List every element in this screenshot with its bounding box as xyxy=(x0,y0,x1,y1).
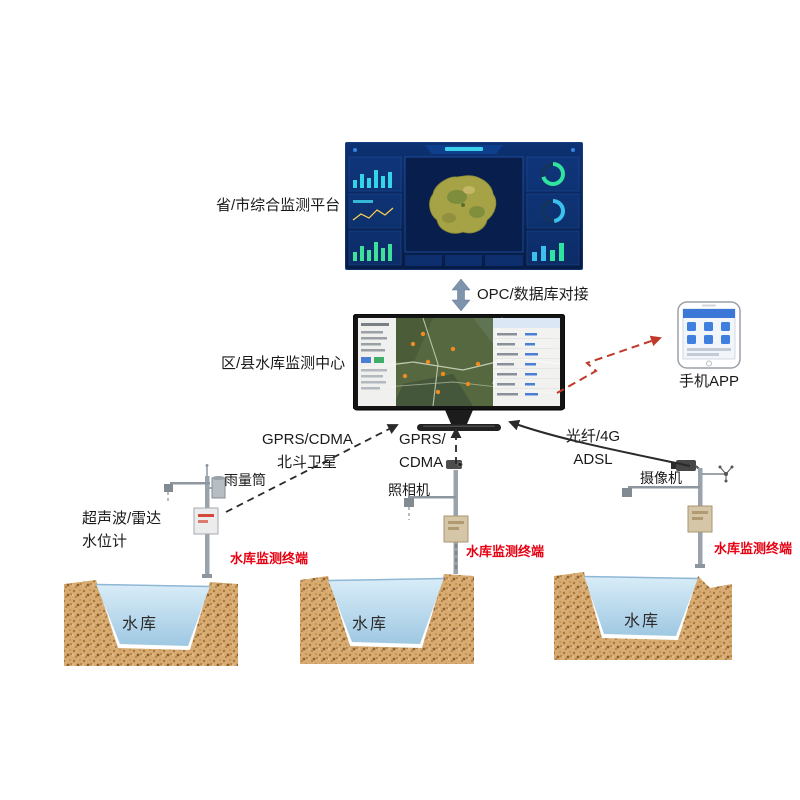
provincial-dashboard xyxy=(345,142,583,270)
dashboard-right-panels xyxy=(526,156,580,266)
monitor-right-panel xyxy=(493,318,560,406)
monitor-graphic xyxy=(353,314,565,431)
rain-gauge-label: 雨量筒 xyxy=(224,472,266,488)
terminal-box-1 xyxy=(193,507,219,535)
phone-label: 手机APP xyxy=(678,373,739,390)
monitoring-station-2 xyxy=(398,458,508,583)
reservoir-earth xyxy=(554,572,732,660)
mobile-phone xyxy=(676,300,742,370)
link1-line2: 北斗卫星 xyxy=(276,453,337,471)
reservoir-1 xyxy=(62,568,240,670)
sensor-box xyxy=(404,498,414,507)
terminal-label-2: 水库监测终端 xyxy=(466,544,545,559)
phone-header xyxy=(683,309,735,318)
water-level-line1: 超声波/雷达 xyxy=(82,510,162,527)
opc-double-arrow xyxy=(451,278,471,312)
monitoring-station-3 xyxy=(612,452,742,577)
link1-label: GPRS/CDMA 北斗卫星 xyxy=(262,429,353,474)
map-station-markers xyxy=(402,331,481,395)
station-crossarm xyxy=(170,482,210,485)
water-level-line2: 水位计 xyxy=(82,532,128,550)
sensor-box xyxy=(164,484,173,492)
terminal-box-3 xyxy=(687,505,713,533)
link3-line2: ADSL xyxy=(573,450,613,468)
rain-gauge-icon xyxy=(209,476,226,499)
video-camera-label: 摄像机 xyxy=(640,470,682,486)
opc-link-label: OPC/数据库对接 xyxy=(477,286,589,303)
link2-line2: CDMA xyxy=(399,453,444,471)
link2-label: GPRS/ CDMA xyxy=(399,429,446,474)
reservoir-water xyxy=(328,578,444,644)
phone-link-arrow xyxy=(556,335,662,394)
camera-label: 照相机 xyxy=(388,482,430,498)
phone-app-icons xyxy=(687,322,730,344)
reservoir-2 xyxy=(298,562,476,668)
phone-home-button xyxy=(706,360,712,367)
reservoir-earth xyxy=(300,574,474,664)
link2-line1: GPRS/ xyxy=(399,431,446,448)
link3-line1: 光纤/4G xyxy=(565,428,621,445)
terminal-box-2 xyxy=(443,515,469,543)
monitor-left-panel xyxy=(358,318,396,406)
reservoir-label-3: 水库 xyxy=(624,613,661,630)
camera-icon xyxy=(446,460,463,469)
reservoir-label-1: 水库 xyxy=(122,616,159,633)
link3-label: 光纤/4G ADSL xyxy=(553,426,633,471)
monitor-stand xyxy=(417,410,501,431)
reservoir-label-2: 水库 xyxy=(352,616,389,633)
terminal-label-1: 水库监测终端 xyxy=(230,551,309,566)
terminal-label-3: 水库监测终端 xyxy=(714,541,793,556)
dashboard-map xyxy=(404,156,524,253)
station-crossarm xyxy=(628,486,700,489)
county-monitor xyxy=(353,314,565,436)
center-label: 区/县水库监测中心 xyxy=(221,355,346,372)
sensor-box xyxy=(622,488,632,497)
reservoir-earth xyxy=(64,580,238,666)
anemometer-icon xyxy=(702,465,734,483)
station-crossarm xyxy=(408,496,456,499)
phone-graphic xyxy=(677,301,741,369)
phone-speaker xyxy=(702,304,716,307)
reservoir-3 xyxy=(552,560,734,664)
monitoring-station-1 xyxy=(152,462,262,587)
dashboard-left-panels xyxy=(348,156,402,266)
reservoir-water xyxy=(584,576,698,636)
dashboard-graphic xyxy=(345,142,583,270)
reservoir-water xyxy=(96,584,210,646)
water-level-label: 超声波/雷达 水位计 xyxy=(82,508,161,553)
platform-label: 省/市综合监测平台 xyxy=(216,197,341,214)
link1-line1: GPRS/CDMA xyxy=(262,431,353,448)
